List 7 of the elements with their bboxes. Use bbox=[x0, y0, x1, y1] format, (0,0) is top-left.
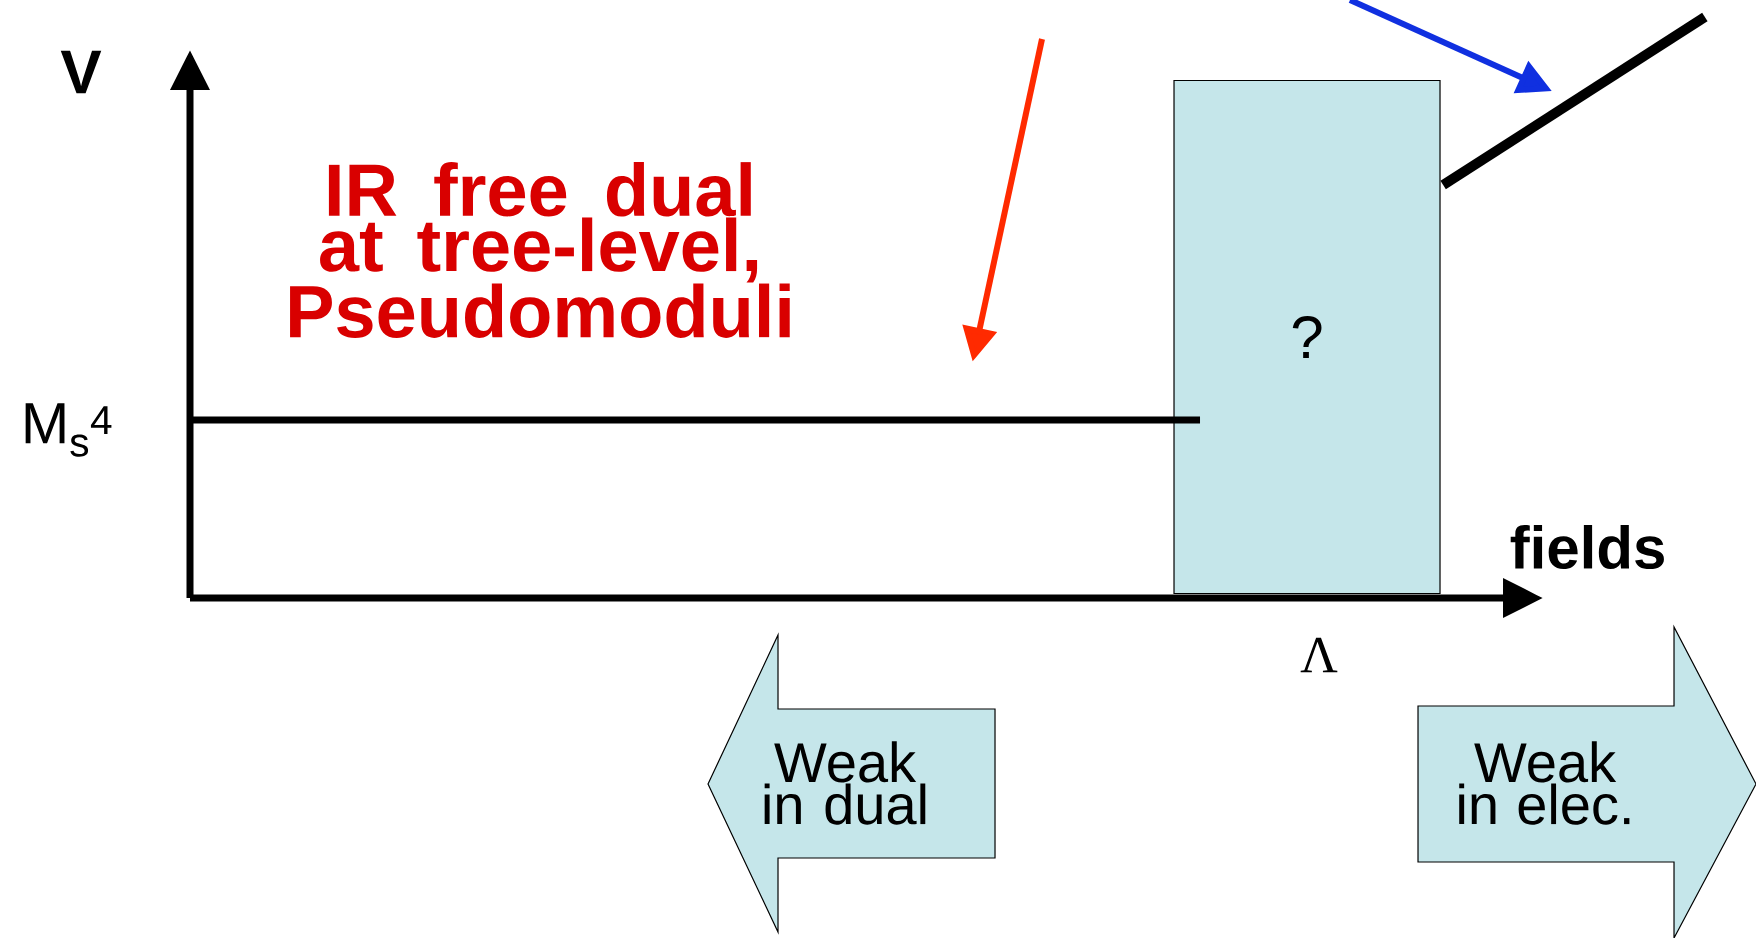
annotation-text: IR free dual at tree-level, Pseudomoduli bbox=[290, 162, 790, 338]
axis-label: Λ bbox=[1300, 637, 1338, 673]
axis-label: fields bbox=[1510, 525, 1664, 570]
axis-label: V bbox=[60, 50, 102, 94]
potential-line bbox=[1440, 12, 1708, 190]
region-box: ? bbox=[1173, 79, 1441, 595]
axis-label: M$_{s}$$^{4}$ bbox=[25, 403, 112, 457]
